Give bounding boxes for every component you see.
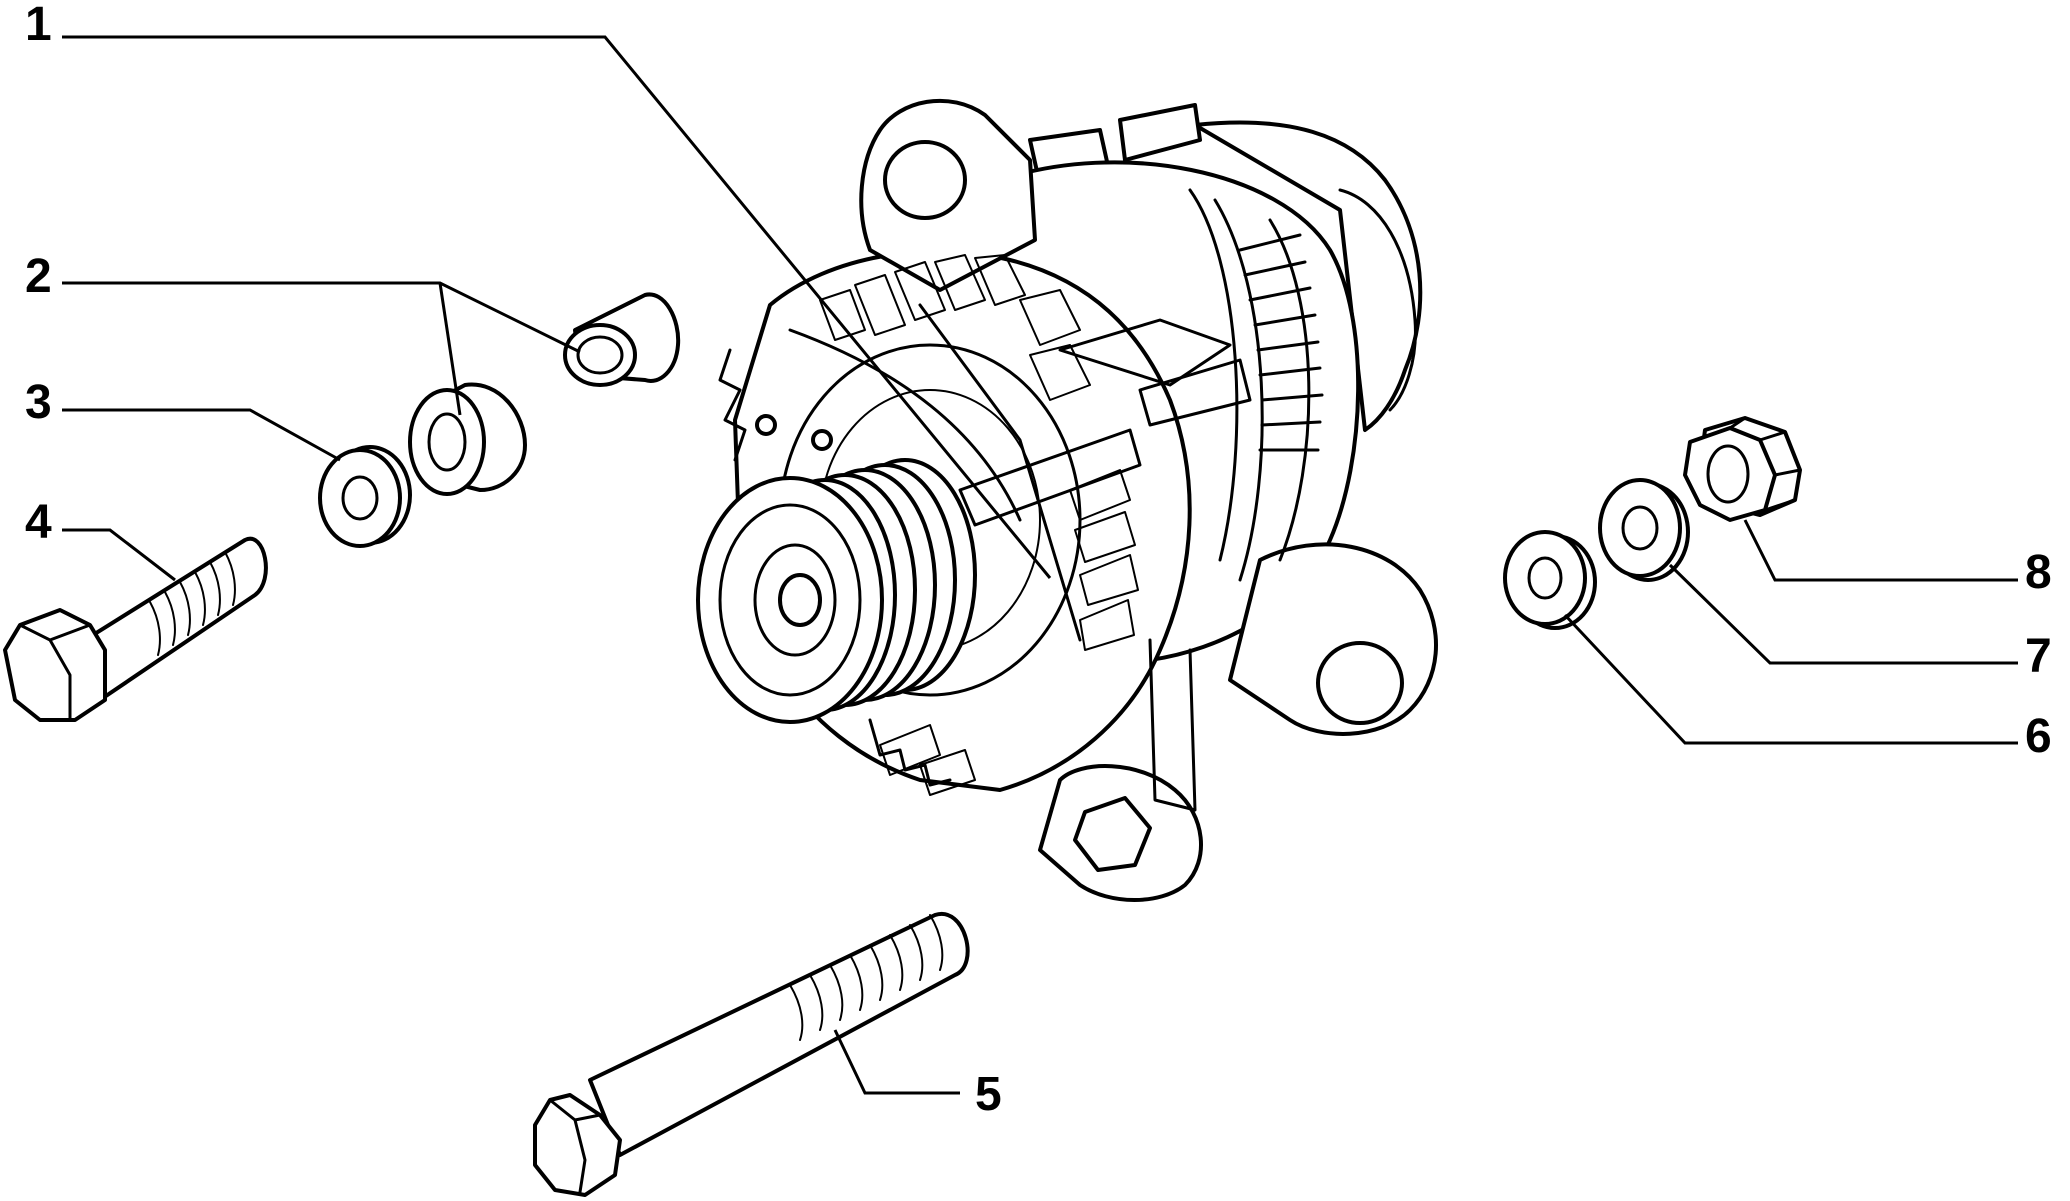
callout-6: 6	[2025, 710, 2052, 763]
leader-line-1	[62, 35, 1052, 579]
leader-line-7	[1668, 563, 2018, 665]
washer-right-7	[1598, 478, 1690, 582]
washer-left	[318, 445, 412, 548]
callout-1: 1	[25, 0, 52, 51]
callout-2: 2	[25, 250, 52, 303]
washer-right-6	[1503, 530, 1597, 630]
hex-bolt-long	[533, 911, 970, 1197]
leader-line-8	[1743, 519, 2018, 582]
callout-4: 4	[25, 496, 52, 549]
spacer-bushing-lower	[408, 382, 527, 496]
leader-line-2b	[438, 282, 462, 416]
leader-line-6	[1563, 613, 2018, 745]
callout-7: 7	[2025, 630, 2052, 683]
leader-line-4	[62, 528, 176, 582]
leader-lines	[62, 35, 2018, 1095]
leader-line-2	[62, 281, 581, 354]
hex-nut	[1683, 416, 1802, 522]
callout-3: 3	[25, 376, 52, 429]
spacer-bushing-upper	[563, 292, 681, 387]
callout-5: 5	[975, 1068, 1002, 1121]
alternator	[696, 98, 1438, 902]
callout-8: 8	[2025, 546, 2052, 599]
callout-labels: 1 2 3 4 5 6 7 8	[25, 0, 2052, 1121]
leader-line-5	[833, 1029, 960, 1095]
leader-line-3	[62, 408, 341, 462]
hex-bolt-short	[3, 536, 268, 722]
